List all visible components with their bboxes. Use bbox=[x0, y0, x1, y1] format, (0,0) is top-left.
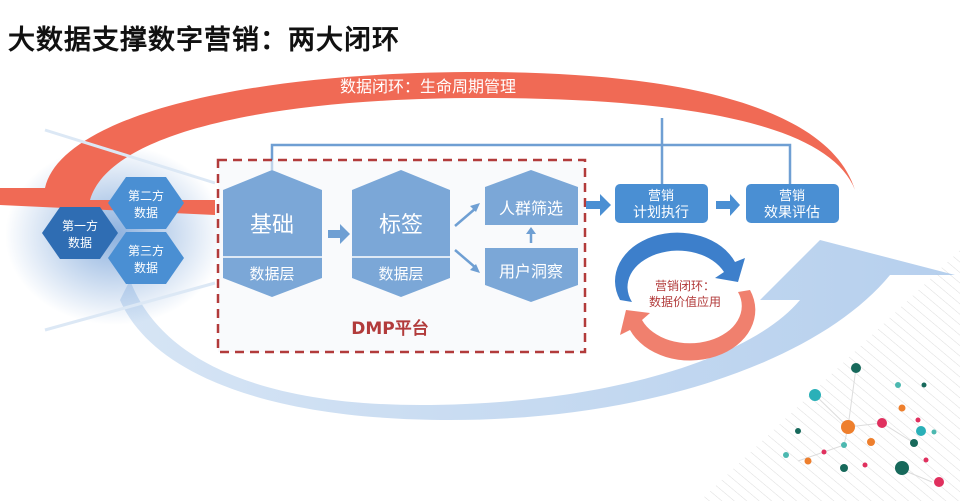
red-data-loop-arc bbox=[0, 72, 855, 215]
svg-text:营销: 营销 bbox=[648, 189, 674, 204]
stripe-decoration bbox=[700, 250, 960, 501]
source-first-party: 第一方 数据 bbox=[42, 207, 118, 259]
marketing-plan-execution: 营销 计划执行 bbox=[615, 184, 708, 223]
svg-text:标签: 标签 bbox=[379, 213, 423, 238]
svg-text:第一方: 第一方 bbox=[62, 218, 98, 233]
marketing-effect-evaluation: 营销 效果评估 bbox=[746, 184, 839, 223]
crowd-filter: 人群筛选 bbox=[485, 170, 578, 225]
blue-loop-arc bbox=[120, 240, 955, 420]
svg-text:第三方: 第三方 bbox=[128, 243, 164, 258]
marketing-loop-label: 营销闭环： bbox=[655, 279, 715, 293]
data-loop-label: 数据闭环：生命周期管理 bbox=[340, 77, 516, 96]
svg-text:人群筛选: 人群筛选 bbox=[499, 199, 563, 218]
marketing-loop-cycle-icon bbox=[615, 232, 756, 361]
svg-text:用户洞察: 用户洞察 bbox=[499, 262, 563, 281]
svg-text:数据: 数据 bbox=[68, 235, 92, 250]
svg-text:营销: 营销 bbox=[779, 189, 805, 204]
svg-text:基础: 基础 bbox=[250, 213, 294, 238]
svg-text:数据: 数据 bbox=[134, 205, 158, 220]
marketing-loop-sublabel: 数据价值应用 bbox=[649, 294, 721, 309]
source-third-party: 第三方 数据 bbox=[108, 232, 184, 284]
svg-text:第二方: 第二方 bbox=[128, 188, 164, 203]
network-decoration bbox=[783, 363, 944, 487]
svg-text:数据层: 数据层 bbox=[378, 265, 423, 283]
arrow-icon bbox=[328, 224, 350, 244]
dmp-label: DMP平台 bbox=[351, 318, 429, 339]
arrow-icon bbox=[586, 194, 611, 216]
svg-text:数据: 数据 bbox=[134, 260, 158, 275]
svg-text:计划执行: 计划执行 bbox=[633, 205, 689, 221]
feedback-connector bbox=[270, 118, 792, 184]
basic-data-layer: 基础 数据层 bbox=[223, 170, 322, 297]
svg-text:数据层: 数据层 bbox=[249, 265, 294, 283]
arrow-icon bbox=[716, 194, 740, 216]
user-insight: 用户洞察 bbox=[485, 248, 578, 302]
svg-text:效果评估: 效果评估 bbox=[764, 205, 820, 221]
tag-data-layer: 标签 数据层 bbox=[352, 170, 450, 297]
page-title: 大数据支撑数字营销：两大闭环 bbox=[8, 25, 400, 56]
source-second-party: 第二方 数据 bbox=[108, 177, 184, 229]
